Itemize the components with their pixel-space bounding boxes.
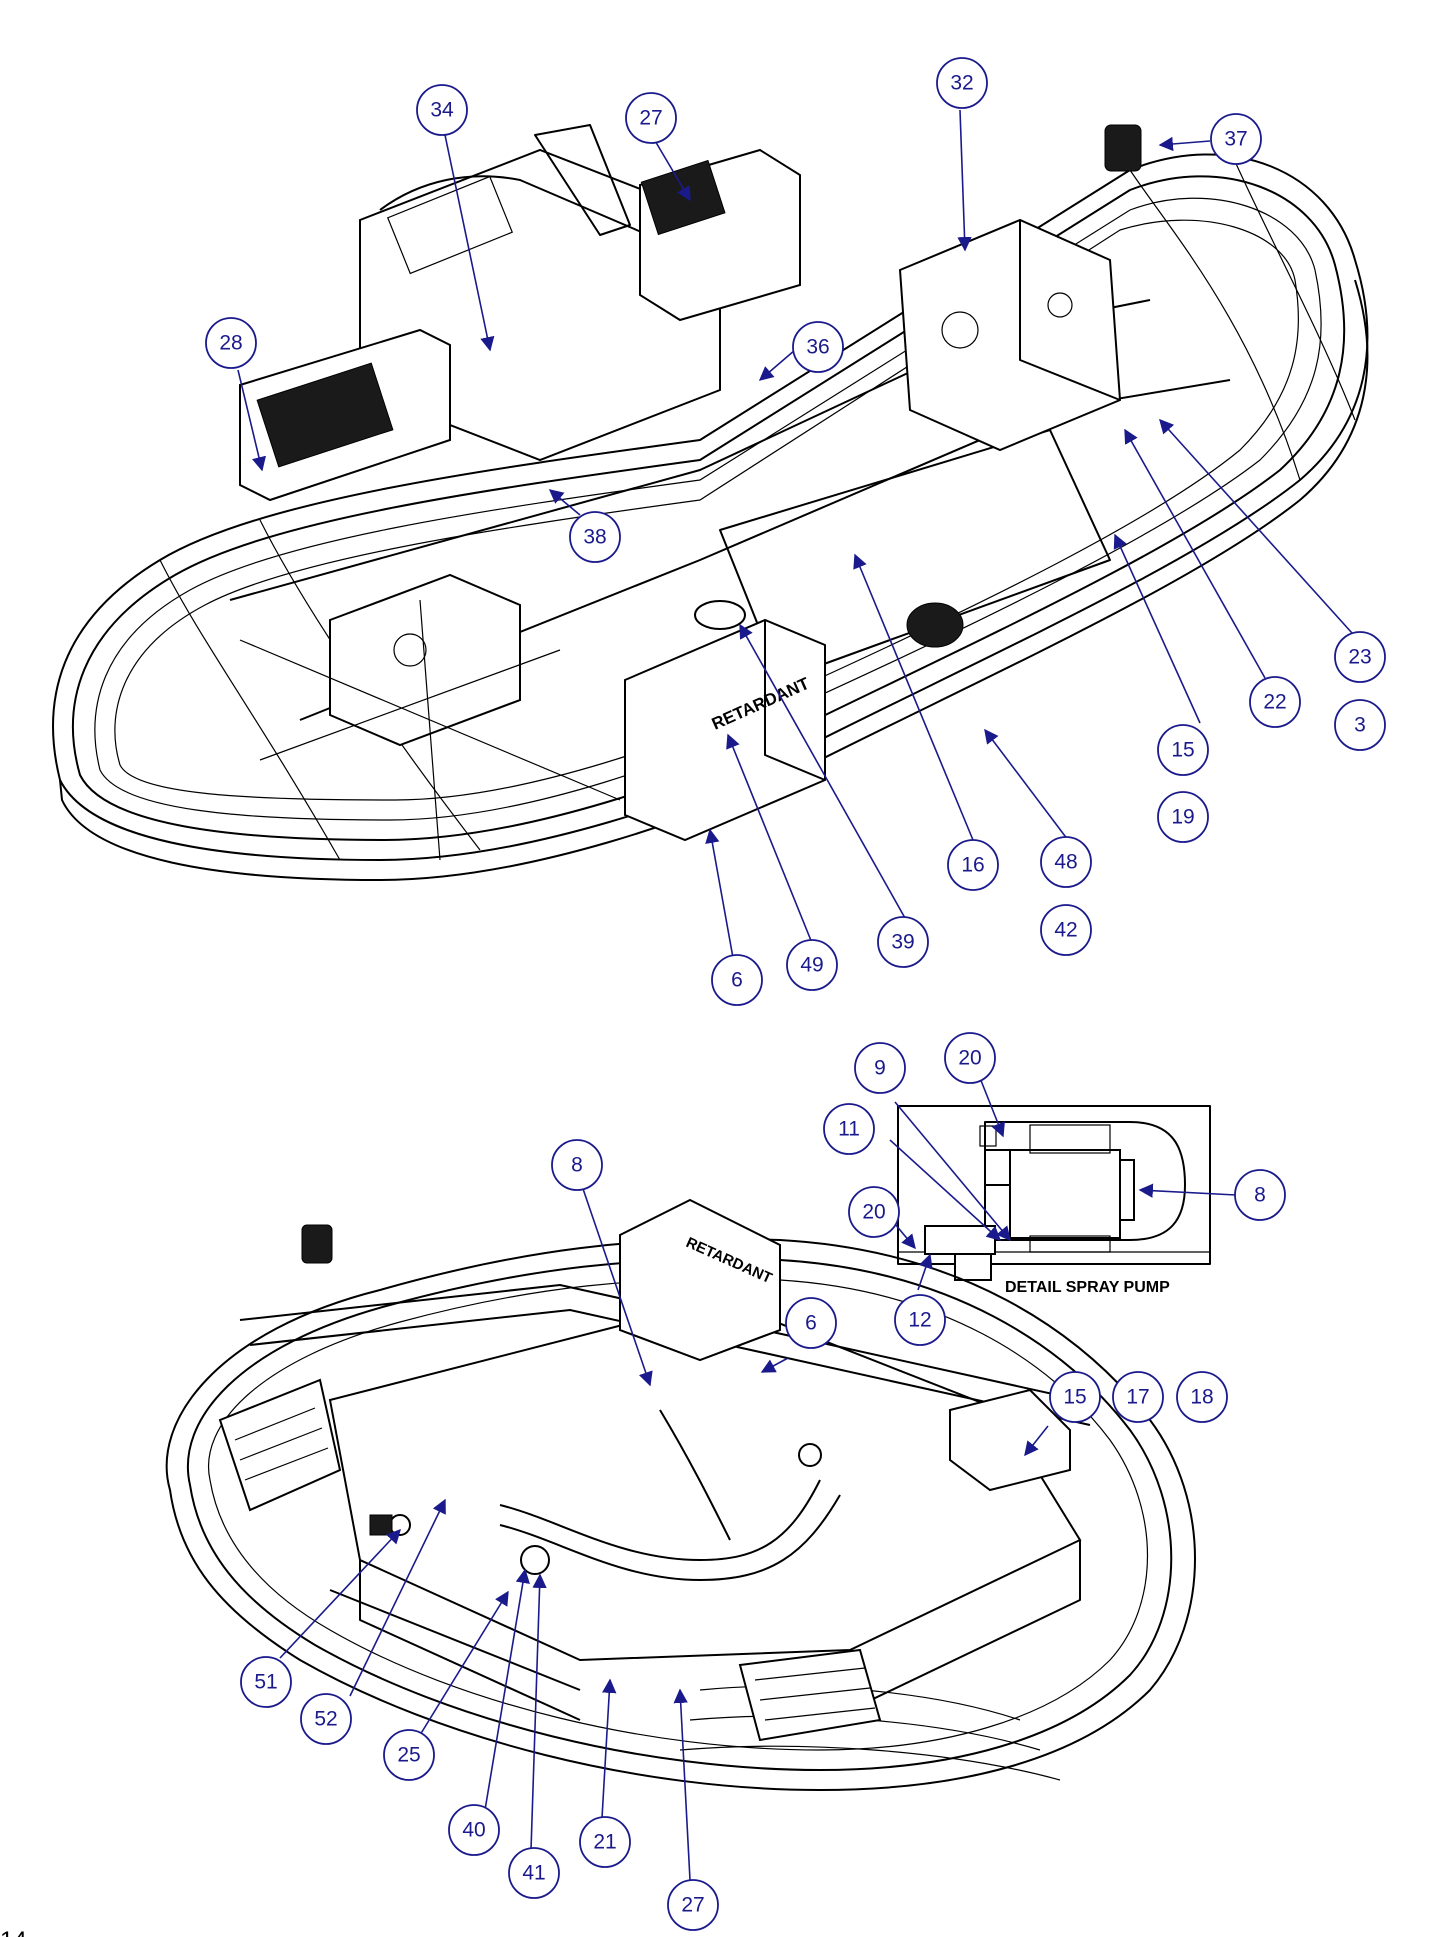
callout-11: 11 xyxy=(823,1103,875,1155)
callout-42: 42 xyxy=(1040,904,1092,956)
callout-34: 34 xyxy=(416,84,468,136)
svg-text:34: 34 xyxy=(430,99,454,122)
callout-39: 39 xyxy=(877,916,929,968)
callout-20-left: 20 xyxy=(848,1186,900,1238)
callouts-detail: 9 20 11 8 20 12 xyxy=(823,1032,1286,1346)
vent-panel-right xyxy=(738,1648,882,1742)
svg-text:32: 32 xyxy=(950,72,973,95)
callout-41: 41 xyxy=(508,1847,560,1899)
detail-caption: DETAIL SPRAY PUMP xyxy=(1005,1279,1170,1296)
svg-text:20: 20 xyxy=(958,1047,981,1070)
callout-15: 15 xyxy=(1157,724,1209,776)
callout-17: 17 xyxy=(1112,1371,1164,1423)
svg-text:8: 8 xyxy=(571,1154,583,1177)
svg-text:27: 27 xyxy=(639,107,662,130)
callout-27-bottom: 27 xyxy=(667,1879,719,1931)
callout-36: 36 xyxy=(792,321,844,373)
svg-text:40: 40 xyxy=(462,1819,485,1842)
svg-text:3: 3 xyxy=(1354,714,1366,737)
callout-6: 6 xyxy=(711,954,763,1006)
callout-27: 27 xyxy=(625,92,677,144)
callout-32: 32 xyxy=(936,57,988,109)
svg-text:15: 15 xyxy=(1171,739,1194,762)
callout-3: 3 xyxy=(1334,699,1386,751)
vent-grid-left xyxy=(256,362,394,468)
callout-48: 48 xyxy=(1040,836,1092,888)
svg-text:15: 15 xyxy=(1063,1386,1086,1409)
leader-lines xyxy=(237,109,1353,1881)
callout-18: 18 xyxy=(1176,1371,1228,1423)
svg-text:16: 16 xyxy=(961,854,984,877)
callout-19: 19 xyxy=(1157,791,1209,843)
callout-21: 21 xyxy=(579,1816,631,1868)
callout-38: 38 xyxy=(569,511,621,563)
callout-8: 8 xyxy=(551,1139,603,1191)
svg-text:11: 11 xyxy=(838,1118,860,1141)
callout-9: 9 xyxy=(854,1042,906,1094)
callouts-top: 34 27 32 37 28 36 38 16 48 42 39 49 6 15… xyxy=(205,57,1386,1006)
callout-23: 23 xyxy=(1334,631,1386,683)
callout-12: 12 xyxy=(894,1294,946,1346)
callout-25: 25 xyxy=(383,1729,435,1781)
svg-text:39: 39 xyxy=(891,931,914,954)
svg-text:25: 25 xyxy=(397,1744,420,1767)
svg-text:36: 36 xyxy=(806,336,829,359)
callouts-bottom: 8 6 15 17 18 51 52 25 40 41 21 27 xyxy=(240,1139,1228,1931)
svg-text:28: 28 xyxy=(219,332,242,355)
vent-panel-left xyxy=(218,1378,342,1512)
svg-text:6: 6 xyxy=(731,969,743,992)
callout-49: 49 xyxy=(786,939,838,991)
svg-text:51: 51 xyxy=(254,1671,277,1694)
callout-16: 16 xyxy=(947,839,999,891)
detail-spray-pump: DETAIL SPRAY PUMP xyxy=(897,1105,1211,1296)
callout-40: 40 xyxy=(448,1804,500,1856)
svg-text:27: 27 xyxy=(681,1894,704,1917)
retardant-tank-top: RETARDANT xyxy=(624,600,826,842)
page-number: 14 xyxy=(0,1927,27,1937)
svg-text:18: 18 xyxy=(1190,1386,1213,1409)
svg-text:38: 38 xyxy=(583,526,606,549)
svg-text:12: 12 xyxy=(908,1309,931,1332)
callout-8-detail: 8 xyxy=(1234,1169,1286,1221)
svg-text:17: 17 xyxy=(1126,1386,1149,1409)
retardant-tank-bottom: RETARDANT xyxy=(619,1198,781,1362)
svg-text:6: 6 xyxy=(805,1312,817,1335)
callout-28: 28 xyxy=(205,317,257,369)
callout-22: 22 xyxy=(1249,676,1301,728)
svg-text:49: 49 xyxy=(800,954,823,977)
svg-text:48: 48 xyxy=(1054,851,1077,874)
callout-52: 52 xyxy=(300,1693,352,1745)
svg-text:21: 21 xyxy=(593,1831,616,1854)
svg-text:52: 52 xyxy=(314,1708,337,1731)
svg-text:9: 9 xyxy=(874,1057,886,1080)
svg-text:42: 42 xyxy=(1054,919,1077,942)
svg-text:23: 23 xyxy=(1348,646,1371,669)
svg-text:20: 20 xyxy=(862,1201,885,1224)
svg-text:8: 8 xyxy=(1254,1184,1266,1207)
callout-15-bottom: 15 xyxy=(1049,1371,1101,1423)
svg-text:22: 22 xyxy=(1263,691,1286,714)
svg-text:37: 37 xyxy=(1224,128,1247,151)
callout-37: 37 xyxy=(1210,113,1262,165)
svg-text:19: 19 xyxy=(1171,806,1194,829)
callout-6-bottom: 6 xyxy=(785,1297,837,1349)
top-trowel-assembly: RETARDANT xyxy=(52,124,1369,881)
callout-20-top: 20 xyxy=(944,1032,996,1084)
callout-51: 51 xyxy=(240,1656,292,1708)
svg-text:41: 41 xyxy=(522,1862,545,1885)
